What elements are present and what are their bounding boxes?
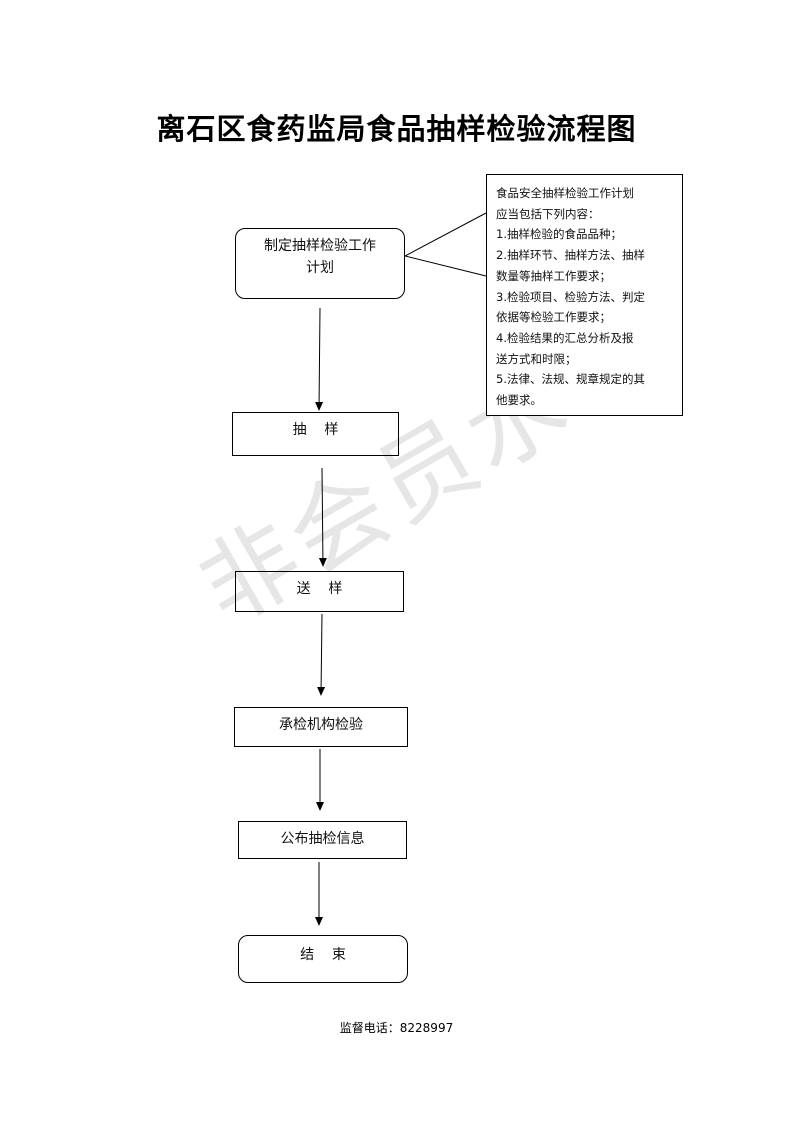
note-line: 1.抽样检验的食品品种； xyxy=(496,227,622,242)
arrow-sampling-to-delivery xyxy=(318,467,327,567)
plan-requirements-note: 食品安全抽样检验工作计划 应当包括下列内容： 1.抽样检验的食品品种； 2.抽样… xyxy=(486,174,683,416)
step-sampling-label: 抽 样 xyxy=(292,422,339,438)
arrow-plan-to-sampling xyxy=(315,307,324,411)
step-plan-label: 制定抽样检验工作 计划 xyxy=(264,238,376,276)
step-sampling: 抽 样 xyxy=(232,412,399,456)
note-line: 3.检验项目、检验方法、判定 xyxy=(496,289,645,304)
note-line: 依据等检验工作要求； xyxy=(496,310,611,325)
step-end-label: 结 束 xyxy=(300,947,346,963)
step-delivery-label: 送 样 xyxy=(296,581,343,597)
step-publish: 公布抽检信息 xyxy=(238,821,407,859)
note-line: 2.抽样环节、抽样方法、抽样 xyxy=(496,248,645,263)
page-title: 离石区食药监局食品抽样检验流程图 xyxy=(156,112,637,146)
step-publish-label: 公布抽检信息 xyxy=(280,831,365,847)
note-line: 送方式和时限； xyxy=(496,351,577,366)
step-inspection: 承检机构检验 xyxy=(234,707,408,747)
step-delivery: 送 样 xyxy=(235,571,404,612)
supervision-phone: 监督电话：8228997 xyxy=(339,1021,454,1035)
note-line: 应当包括下列内容： xyxy=(496,206,600,221)
note-line: 5.法律、法规、规章规定的其 xyxy=(496,372,645,387)
step-inspection-label: 承检机构检验 xyxy=(279,717,363,733)
note-line: 4.检验结果的汇总分析及报 xyxy=(496,330,634,345)
step-plan: 制定抽样检验工作 计划 xyxy=(235,228,405,299)
arrow-delivery-to-inspection xyxy=(317,613,326,696)
step-end: 结 束 xyxy=(238,935,408,983)
note-line: 食品安全抽样检验工作计划 xyxy=(496,186,634,200)
note-line: 他要求。 xyxy=(496,393,542,408)
callout-pointer xyxy=(403,212,487,277)
note-line: 数量等抽样工作要求； xyxy=(496,268,611,283)
